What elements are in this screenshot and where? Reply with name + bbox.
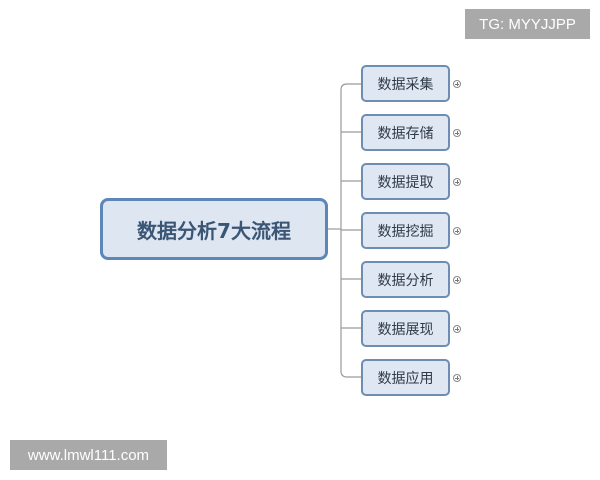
watermark-top-right: TG: MYYJJPP bbox=[465, 9, 590, 39]
watermark-text: TG: MYYJJPP bbox=[479, 15, 576, 33]
child-node-data-storage[interactable]: 数据存储 bbox=[361, 114, 450, 151]
expand-icon[interactable] bbox=[453, 178, 461, 186]
expand-icon[interactable] bbox=[453, 276, 461, 284]
child-node-data-presentation[interactable]: 数据展现 bbox=[361, 310, 450, 347]
child-label: 数据挖掘 bbox=[377, 223, 434, 240]
child-node-data-application[interactable]: 数据应用 bbox=[361, 359, 450, 396]
child-node-data-extraction[interactable]: 数据提取 bbox=[361, 163, 450, 200]
watermark-text: www.lmwl111.com bbox=[27, 446, 150, 464]
expand-icon[interactable] bbox=[453, 80, 461, 88]
child-node-data-analysis[interactable]: 数据分析 bbox=[361, 261, 450, 298]
child-label: 数据应用 bbox=[377, 370, 434, 387]
child-label: 数据采集 bbox=[377, 76, 434, 93]
child-node-data-collection[interactable]: 数据采集 bbox=[361, 65, 450, 102]
expand-icon[interactable] bbox=[453, 325, 461, 333]
child-node-data-mining[interactable]: 数据挖掘 bbox=[361, 212, 450, 249]
expand-icon[interactable] bbox=[453, 129, 461, 137]
child-label: 数据存储 bbox=[377, 125, 434, 142]
root-label: 数据分析7大流程 bbox=[137, 218, 291, 243]
watermark-bottom-left: www.lmwl111.com bbox=[10, 440, 167, 470]
child-label: 数据分析 bbox=[377, 272, 434, 289]
child-label: 数据提取 bbox=[377, 174, 434, 191]
expand-icon[interactable] bbox=[453, 374, 461, 382]
root-node[interactable]: 数据分析7大流程 bbox=[100, 198, 328, 260]
child-label: 数据展现 bbox=[377, 321, 434, 338]
expand-icon[interactable] bbox=[453, 227, 461, 235]
